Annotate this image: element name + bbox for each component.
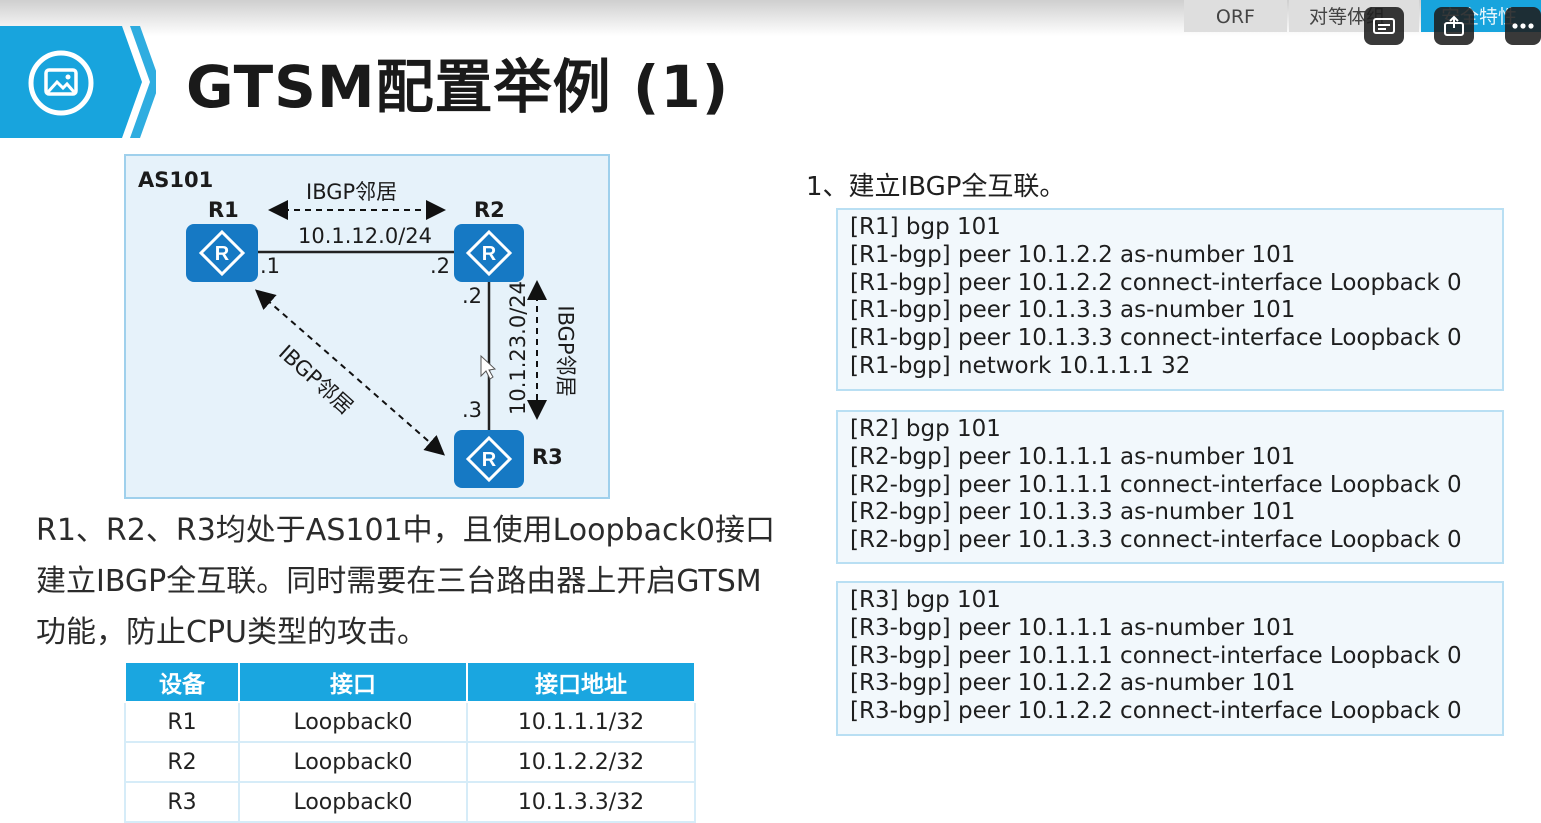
scenario-description: R1、R2、R3均处于AS101中，且使用Loopback0接口建立IBGP全互… (36, 513, 775, 650)
config-block-r2: [R2] bgp 101 [R2-bgp] peer 10.1.1.1 as-n… (836, 410, 1504, 564)
ibgp-r1-r3-arrow (254, 289, 446, 456)
router-r1-icon: R (186, 224, 258, 282)
config-line: [R3-bgp] peer 10.1.1.1 connect-interface… (850, 642, 1462, 669)
as-label: AS101 (138, 168, 214, 192)
r1-port-label: .1 (260, 254, 281, 278)
config-line: [R2] bgp 101 (850, 416, 1001, 442)
table-row: R3 Loopback0 10.1.3.3/32 (124, 781, 696, 823)
mouse-cursor-icon (480, 354, 497, 380)
ibgp-r2-r3-label: IBGP邻居 (553, 305, 578, 397)
table-header: 接口 (238, 661, 468, 703)
router-r3-icon: R (454, 430, 524, 488)
router-r1-label: R1 (208, 198, 239, 222)
table-row: R1 Loopback0 10.1.1.1/32 (124, 701, 696, 743)
table-row: R2 Loopback0 10.1.2.2/32 (124, 741, 696, 783)
nav-tab-label: ORF (1215, 6, 1255, 28)
config-line: [R1-bgp] peer 10.1.2.2 as-number 101 (850, 241, 1296, 268)
nav-tab-orf[interactable]: ORF (1183, 0, 1287, 32)
svg-text:R: R (482, 243, 497, 265)
router-r2-icon: R (454, 224, 524, 282)
share-button[interactable] (1434, 7, 1474, 45)
config-line: [R3] bgp 101 (850, 587, 1001, 613)
r2-port-r1-label: .2 (430, 254, 451, 278)
config-line: [R3-bgp] peer 10.1.2.2 as-number 101 (850, 670, 1296, 697)
r2-port-r3-label: .2 (462, 284, 483, 308)
topology-diagram: R R R AS101 R1 R2 R3 IBGP邻居 10.1.12.0/24… (124, 154, 610, 499)
svg-text:R: R (482, 449, 497, 471)
image-icon (28, 50, 94, 116)
table-cell: Loopback0 (238, 781, 468, 823)
config-block-r3: [R3] bgp 101 [R3-bgp] peer 10.1.1.1 as-n… (836, 581, 1504, 736)
r3-port-label: .3 (462, 398, 483, 422)
config-line: [R2-bgp] peer 10.1.3.3 as-number 101 (850, 499, 1296, 526)
config-line: [R3-bgp] peer 10.1.1.1 as-number 101 (850, 614, 1296, 641)
table-cell: 10.1.1.1/32 (466, 701, 696, 743)
link-r1-r2-subnet: 10.1.12.0/24 (298, 224, 432, 248)
table-cell: R2 (124, 741, 240, 783)
router-r3-label: R3 (532, 445, 563, 469)
subtitle-icon (1373, 18, 1395, 34)
table-cell: R3 (124, 781, 240, 823)
config-line: [R1] bgp 101 (850, 214, 1001, 240)
router-r2-label: R2 (474, 198, 505, 222)
more-button[interactable] (1505, 7, 1541, 45)
ibgp-r1-r2-label: IBGP邻居 (306, 180, 398, 204)
table-header: 接口地址 (466, 661, 696, 703)
share-icon (1444, 15, 1464, 36)
table-cell: 10.1.2.2/32 (466, 741, 696, 783)
interface-table: 设备 接口 接口地址 R1 Loopback0 10.1.1.1/32 R2 L… (124, 661, 696, 823)
page-title: GTSM配置举例 (1) (186, 53, 730, 121)
config-line: [R2-bgp] peer 10.1.1.1 connect-interface… (850, 471, 1462, 498)
section-nav: ORF 对等体组 安全特性 (1182, 0, 1541, 34)
link-r2-r3-subnet: 10.1.23.0/24 (506, 281, 530, 415)
table-cell: Loopback0 (238, 701, 468, 743)
table-cell: 10.1.3.3/32 (466, 781, 696, 823)
config-line: [R1-bgp] peer 10.1.2.2 connect-interface… (850, 269, 1462, 296)
svg-text:R: R (215, 243, 230, 265)
table-cell: Loopback0 (238, 741, 468, 783)
table-cell: R1 (124, 701, 240, 743)
subtitle-button[interactable] (1364, 7, 1404, 45)
config-line: [R1-bgp] network 10.1.1.1 32 (850, 352, 1191, 379)
slide-header-badge (0, 26, 156, 138)
config-line: [R2-bgp] peer 10.1.3.3 connect-interface… (850, 527, 1462, 554)
step-heading: 1、建立IBGP全互联。 (806, 172, 1066, 202)
config-block-r1: [R1] bgp 101 [R1-bgp] peer 10.1.2.2 as-n… (836, 208, 1504, 391)
config-line: [R3-bgp] peer 10.1.2.2 connect-interface… (850, 698, 1462, 725)
more-icon (1512, 23, 1534, 29)
table-header: 设备 (124, 661, 240, 703)
config-line: [R1-bgp] peer 10.1.3.3 as-number 101 (850, 297, 1296, 324)
config-line: [R2-bgp] peer 10.1.1.1 as-number 101 (850, 443, 1296, 470)
config-line: [R1-bgp] peer 10.1.3.3 connect-interface… (850, 325, 1462, 352)
